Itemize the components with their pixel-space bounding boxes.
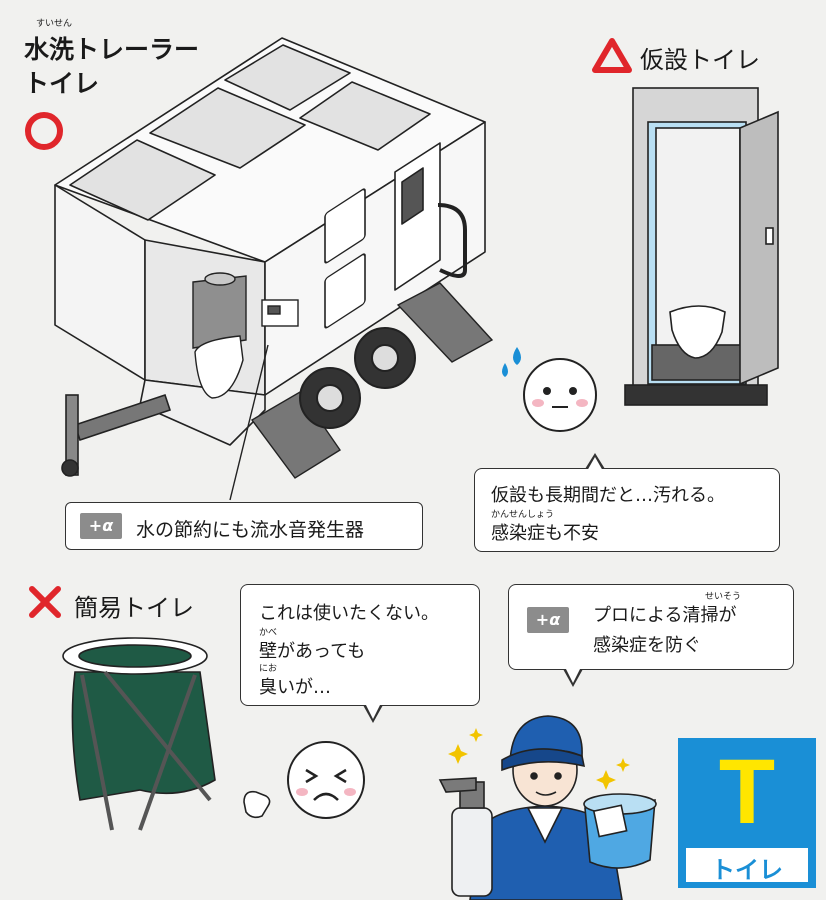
temporary-title: 仮設トイレ [640,46,760,74]
temporary-bubble-ruby: かんせんしょう [491,510,555,520]
cross-mark-icon [29,586,61,618]
simple-bubble-line2: 壁があっても [259,641,366,662]
simple-bubble-line3: 臭いが… [259,677,331,698]
simple-bubble-line1: これは使いたくない。 [259,603,439,624]
cleaning-ruby: せいそう [705,592,742,602]
trailer-title-ruby: すいせん [36,19,73,29]
circle-mark-icon [25,112,63,150]
temporary-bubble-line1: 仮設も長期間だと…汚れる。 [491,485,725,506]
trailer-note-badge: +α [80,513,122,539]
trailer-note-text: 水の節約にも流水音発生器 [136,519,365,541]
simple-bubble-ruby2: かべ [259,628,278,638]
cleaning-line1: プロによる清掃が [593,605,737,626]
cleaning-bubble: +α せいそう プロによる清掃が 感染症を防ぐ [508,584,794,687]
cleaning-badge: +α [527,607,569,633]
temporary-bubble: 仮設も長期間だと…汚れる。 かんせんしょう 感染症も不安 [474,453,780,552]
trailer-title-line1: 水洗トレーラー [24,35,200,64]
simple-bubble-ruby3: にお [259,664,278,674]
triangle-mark-icon [592,38,632,73]
sweat-drop-icon [502,347,521,377]
simple-title: 簡易トイレ [74,594,194,622]
trailer-note-box: +α 水の節約にも流水音発生器 [65,502,423,550]
temporary-bubble-line2: 感染症も不安 [491,523,599,544]
hand-icon [243,790,271,819]
cleaning-line2: 感染症を防ぐ [593,635,701,656]
disgusted-face-icon [287,741,365,819]
trailer-title-line2: トイレ [24,69,100,98]
neutral-face-icon [523,358,597,432]
logo-label: トイレ [711,856,783,884]
simple-bubble: これは使いたくない。 かべ 壁があっても にお 臭いが… [240,584,480,723]
logo-letter: T [718,741,776,843]
toilet-logo: T トイレ [678,738,816,888]
